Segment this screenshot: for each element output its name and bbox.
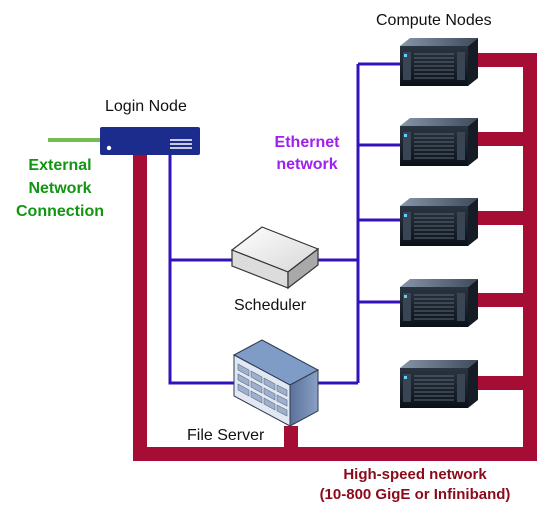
login-node-icon[interactable]: [100, 127, 200, 155]
high-speed-network-label: High-speed network (10-800 GigE or Infin…: [300, 465, 530, 505]
high-speed-network-lines: [133, 53, 537, 461]
ethernet-label-line1: Ethernet: [274, 134, 340, 151]
highspeed-label-line2: (10-800 GigE or Infiniband): [319, 486, 511, 503]
compute-node-icon-1[interactable]: [399, 37, 479, 87]
compute-node-icon-5[interactable]: [399, 359, 479, 409]
compute-node-icon-4[interactable]: [399, 278, 479, 328]
external-label-line1: External: [28, 157, 92, 174]
ethernet-label-line2: network: [276, 156, 338, 173]
external-label-line2: Network: [28, 180, 92, 197]
external-network-label: External Network Connection: [5, 154, 115, 223]
compute-node-icon-2[interactable]: [399, 117, 479, 167]
ethernet-network-label: Ethernet network: [262, 132, 352, 176]
file-server-icon[interactable]: [232, 339, 320, 427]
external-label-line3: Connection: [16, 203, 104, 220]
highspeed-label-line1: High-speed network: [343, 466, 487, 483]
scheduler-label: Scheduler: [234, 297, 307, 314]
scheduler-icon[interactable]: [230, 226, 320, 290]
login-node-label: Login Node: [105, 98, 187, 115]
file-server-label: File Server: [187, 427, 265, 444]
ethernet-network-lines: [168, 62, 400, 385]
compute-nodes-label: Compute Nodes: [376, 12, 492, 29]
compute-node-icon-3[interactable]: [399, 197, 479, 247]
